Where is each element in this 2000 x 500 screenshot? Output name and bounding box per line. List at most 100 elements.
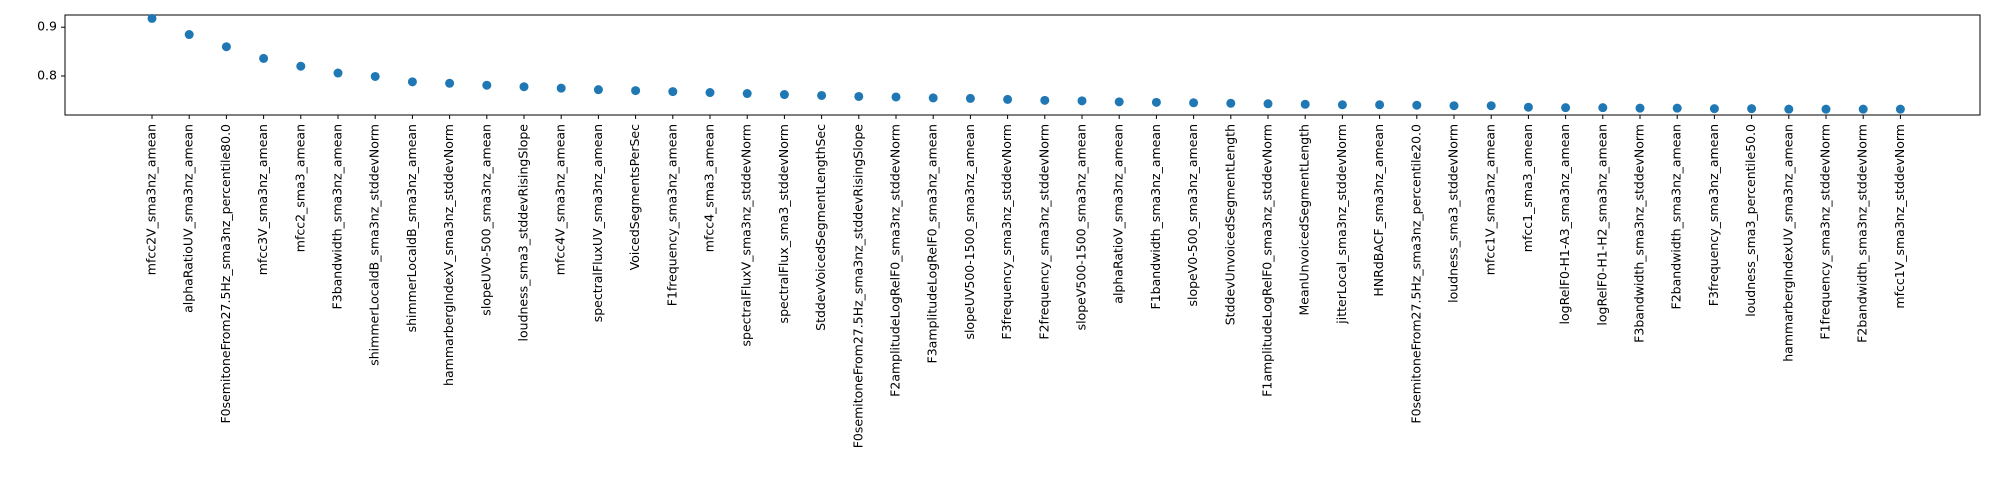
x-tick-label: F1frequency_sma3nz_stddevNorm <box>1818 124 1833 340</box>
x-tick-label: StddevUnvoicedSegmentLength <box>1222 124 1237 325</box>
plot-area <box>64 14 1981 116</box>
x-tick-label: F0semitoneFrom27.5Hz_sma3nz_percentile80… <box>218 124 233 424</box>
data-point <box>221 42 231 52</box>
data-point <box>1151 97 1161 107</box>
data-point <box>1709 104 1719 114</box>
data-point <box>1263 99 1273 109</box>
x-tick-label: F3bandwidth_sma3nz_amean <box>330 124 345 309</box>
data-point <box>445 78 455 88</box>
x-tick-label: mfcc1V_sma3nz_stddevNorm <box>1892 124 1907 309</box>
x-tick-label: spectralFluxUV_sma3nz_amean <box>590 124 605 322</box>
x-tick-label: slopeV500-1500_sma3nz_amean <box>1074 124 1089 330</box>
x-tick-label: StddevVoicedSegmentLengthSec <box>813 124 828 331</box>
data-point <box>742 89 752 99</box>
x-tick-label: alphaRatioV_sma3nz_amean <box>1111 124 1126 304</box>
data-point <box>1561 103 1571 113</box>
data-points <box>147 13 1905 114</box>
x-tick-label: F1frequency_sma3nz_amean <box>664 124 679 306</box>
y-tick-label: 0.8 <box>37 67 57 82</box>
data-point <box>296 61 306 71</box>
data-point <box>1486 101 1496 111</box>
data-point <box>1226 98 1236 108</box>
data-point <box>556 83 566 93</box>
x-tick-label: F0semitoneFrom27.5Hz_sma3nz_stddevRising… <box>850 124 865 449</box>
data-point <box>259 53 269 63</box>
data-point <box>928 93 938 103</box>
x-tick-label: MeanUnvoicedSegmentLength <box>1297 124 1312 316</box>
x-tick-label: logRelF0-H1-A3_sma3nz_amean <box>1557 124 1572 324</box>
x-tick-label: mfcc4V_sma3nz_amean <box>553 124 568 275</box>
x-tick-label: HNRdBACF_sma3nz_amean <box>1371 124 1386 297</box>
x-tick-label: F1amplitudeLogRelF0_sma3nz_stddevNorm <box>1260 124 1275 397</box>
x-tick-label: slopeV0-500_sma3nz_amean <box>1185 124 1200 307</box>
x-tick-label: mfcc2V_sma3nz_amean <box>144 124 159 275</box>
x-tick-label: hammarbergIndexUV_sma3nz_amean <box>1780 124 1795 362</box>
data-point <box>1337 100 1347 110</box>
data-point <box>1858 104 1868 114</box>
x-tick-label: shimmerLocaldB_sma3nz_amean <box>404 124 419 332</box>
x-tick-label: F2bandwidth_sma3nz_amean <box>1669 124 1684 309</box>
data-point <box>1189 98 1199 108</box>
data-point <box>1821 104 1831 114</box>
data-point <box>779 90 789 100</box>
data-point <box>482 80 492 90</box>
data-point <box>1300 99 1310 109</box>
x-tick-label: F2bandwidth_sma3nz_stddevNorm <box>1855 124 1870 343</box>
data-point <box>184 30 194 40</box>
x-tick-label: jitterLocal_sma3nz_stddevNorm <box>1334 124 1349 325</box>
x-tick-label: mfcc1_sma3_amean <box>1520 124 1535 252</box>
data-point <box>147 13 157 23</box>
x-tick-label: mfcc4_sma3_amean <box>702 124 717 252</box>
data-point <box>593 85 603 95</box>
data-point <box>333 68 343 78</box>
x-tick-label: logRelF0-H1-H2_sma3nz_amean <box>1594 124 1609 326</box>
x-tick-label: slopeUV500-1500_sma3nz_amean <box>962 124 977 340</box>
x-tick-label: shimmerLocaldB_sma3nz_stddevNorm <box>367 124 382 366</box>
x-tick-label: loudness_sma3_stddevRisingSlope <box>516 124 531 342</box>
x-tick-label: spectralFlux_sma3_stddevNorm <box>776 124 791 323</box>
data-point <box>1598 103 1608 113</box>
data-point <box>519 82 529 92</box>
x-tick-label: mfcc1V_sma3nz_amean <box>1483 124 1498 275</box>
data-point <box>1895 104 1905 114</box>
x-tick-label: loudness_sma3_stddevNorm <box>1446 124 1461 303</box>
data-point <box>407 77 417 87</box>
x-tick-label: alphaRatioUV_sma3nz_amean <box>181 124 196 313</box>
data-point <box>1449 101 1459 111</box>
x-tick-label: F2frequency_sma3nz_stddevNorm <box>1036 124 1051 340</box>
x-tick-label: mfcc3V_sma3nz_amean <box>255 124 270 275</box>
data-point <box>817 90 827 100</box>
x-tick-label: mfcc2_sma3_amean <box>292 124 307 252</box>
data-point <box>1672 103 1682 113</box>
x-tick-label: F3amplitudeLogRelF0_sma3nz_amean <box>925 124 940 363</box>
data-point <box>1412 100 1422 110</box>
data-point <box>1040 95 1050 105</box>
x-tick-label: F0semitoneFrom27.5Hz_sma3nz_percentile20… <box>1408 124 1423 424</box>
data-point <box>705 88 715 98</box>
data-point <box>370 71 380 81</box>
x-axis: mfcc2V_sma3nz_amean alphaRatioUV_sma3nz_a… <box>144 115 1907 448</box>
data-point <box>1784 104 1794 114</box>
data-point <box>1003 94 1013 104</box>
x-tick-label: slopeUV0-500_sma3nz_amean <box>478 124 493 316</box>
x-tick-label: F3frequency_sma3nz_stddevNorm <box>999 124 1014 340</box>
data-point <box>854 91 864 101</box>
x-tick-label: spectralFluxV_sma3nz_stddevNorm <box>739 124 754 346</box>
x-tick-label: hammarbergIndexV_sma3nz_stddevNorm <box>441 124 456 386</box>
y-axis: 0.8 0.9 <box>37 19 65 82</box>
x-tick-label: F1bandwidth_sma3nz_amean <box>1148 124 1163 309</box>
y-tick-label: 0.9 <box>37 19 57 34</box>
data-point <box>891 92 901 102</box>
x-tick-label: VoicedSegmentsPerSec <box>627 124 642 271</box>
x-tick-label: F3bandwidth_sma3nz_stddevNorm <box>1632 124 1647 343</box>
data-point <box>1375 100 1385 110</box>
data-point <box>668 87 678 97</box>
data-point <box>1523 102 1533 112</box>
x-tick-label: F2amplitudeLogRelF0_sma3nz_stddevNorm <box>888 124 903 397</box>
data-point <box>965 93 975 103</box>
data-point <box>1635 103 1645 113</box>
data-point <box>1114 97 1124 107</box>
data-point <box>631 86 641 96</box>
x-tick-label: loudness_sma3_percentile50.0 <box>1743 124 1758 317</box>
